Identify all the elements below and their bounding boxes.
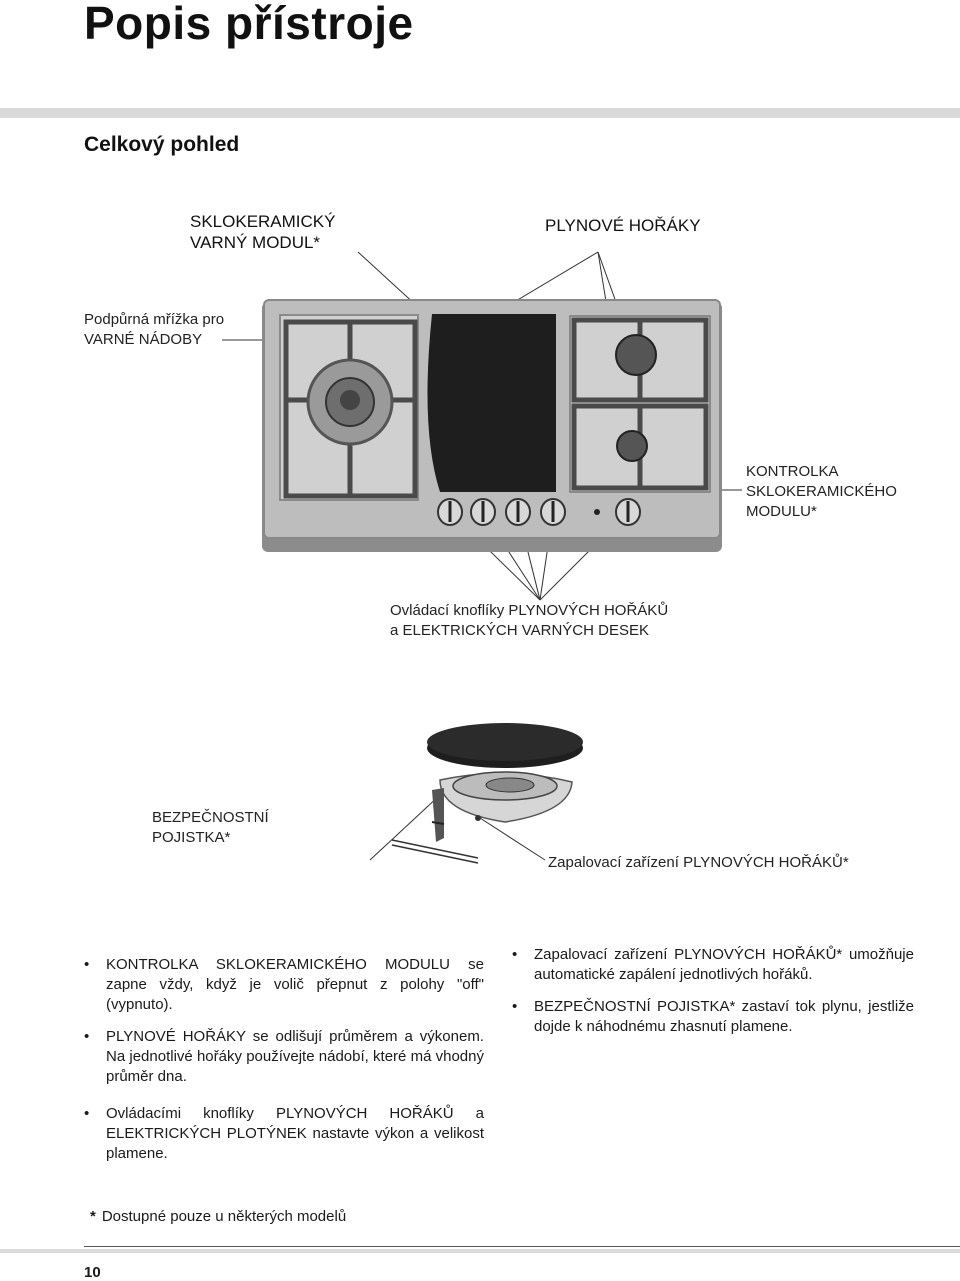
bullet-caps: PLYNOVÝCH HOŘÁKŮ* bbox=[674, 946, 843, 963]
footnote-star: * bbox=[90, 1208, 96, 1225]
footer-divider bbox=[84, 1246, 960, 1247]
bullet-caps: ELEKTRICKÝCH PLOTÝNEK bbox=[106, 1125, 307, 1142]
bullet-dot: • bbox=[512, 946, 518, 963]
label-indicator-line2: SKLOKERAMICKÉHO bbox=[746, 483, 897, 500]
bullet-dot: • bbox=[84, 1105, 90, 1122]
label-ceramic-line2: VARNÝ MODUL* bbox=[190, 233, 321, 252]
label-ignition-caps: PLYNOVÝCH HOŘÁKŮ* bbox=[683, 854, 849, 871]
label-safety-device: BEZPEČNOSTNÍ POJISTKA* bbox=[152, 808, 352, 848]
label-ignition: Zapalovací zařízení PLYNOVÝCH HOŘÁKŮ* bbox=[548, 853, 849, 873]
label-knobs-text2: a bbox=[390, 622, 403, 639]
bullet-list-right: • Zapalovací zařízení PLYNOVÝCH HOŘÁKŮ* … bbox=[512, 945, 914, 1049]
thermocouple bbox=[432, 788, 444, 842]
bullet-text: a bbox=[453, 1105, 484, 1122]
burner-closeup bbox=[391, 723, 583, 864]
label-ignition-text: Zapalovací zařízení bbox=[548, 854, 684, 871]
bullet-dot: • bbox=[84, 1028, 90, 1045]
bullet-knobs: • Ovládacími knoflíky PLYNOVÝCH HOŘÁKŮ a… bbox=[84, 1104, 484, 1164]
label-ceramic-line1: SKLOKERAMICKÝ bbox=[190, 212, 336, 231]
bullet-caps: KONTROLKA SKLOKERAMICKÉHO MODULU bbox=[106, 956, 450, 973]
bullet-indicator: • KONTROLKA SKLOKERAMICKÉHO MODULU se za… bbox=[84, 955, 484, 1015]
bullet-safety: • BEZPEČNOSTNÍ POJISTKA* zastaví tok ply… bbox=[512, 997, 914, 1037]
bullet-caps: BEZPEČNOSTNÍ POJISTKA* bbox=[534, 998, 736, 1015]
bullet-ignition: • Zapalovací zařízení PLYNOVÝCH HOŘÁKŮ* … bbox=[512, 945, 914, 985]
bullet-list-bottom: • Ovládacími knoflíky PLYNOVÝCH HOŘÁKŮ a… bbox=[84, 1104, 484, 1176]
bullet-text: se odlišují průměrem a výkonem. Na jedno… bbox=[106, 1028, 484, 1085]
label-safety-line1: BEZPEČNOSTNÍ bbox=[152, 809, 269, 826]
bullet-dot: • bbox=[84, 956, 90, 973]
hob-top bbox=[262, 299, 722, 552]
label-indicator-line3: MODULU* bbox=[746, 503, 817, 520]
label-grate-line2: VARNÉ NÁDOBY bbox=[84, 331, 203, 348]
indicator-light bbox=[594, 509, 600, 515]
bullet-text: zastaví tok plynu, jestliže dojde k náho… bbox=[534, 998, 914, 1035]
grate-right bbox=[571, 317, 709, 491]
label-indicator-line1: KONTROLKA bbox=[746, 463, 839, 480]
burner-right-top bbox=[615, 334, 657, 376]
burner-right-bottom bbox=[616, 430, 648, 462]
footnote: * Dostupné pouze u některých modelů bbox=[90, 1208, 346, 1225]
bullet-text: Zapalovací zařízení bbox=[534, 946, 675, 963]
label-indicator: KONTROLKA SKLOKERAMICKÉHO MODULU* bbox=[746, 462, 956, 522]
bullet-dot: • bbox=[512, 998, 518, 1015]
footer-band bbox=[0, 1249, 960, 1253]
page-number: 10 bbox=[84, 1264, 101, 1281]
label-knobs-text1: Ovládací knoflíky bbox=[390, 602, 509, 619]
label-grate-line1: Podpůrná mřížka pro bbox=[84, 311, 225, 328]
bullet-gas-burners: • PLYNOVÉ HOŘÁKY se odlišují průměrem a … bbox=[84, 1027, 484, 1087]
bullet-caps: PLYNOVÝCH HOŘÁKŮ bbox=[275, 1105, 454, 1122]
label-grate: Podpůrná mřížka pro VARNÉ NÁDOBY bbox=[84, 310, 254, 350]
bullet-text: Ovládacími knoflíky bbox=[106, 1105, 276, 1122]
ignition-electrode bbox=[475, 815, 481, 821]
bullet-list-left: • KONTROLKA SKLOKERAMICKÉHO MODULU se za… bbox=[84, 955, 484, 1099]
footnote-text: Dostupné pouze u některých modelů bbox=[101, 1208, 347, 1225]
label-control-knobs: Ovládací knoflíky PLYNOVÝCH HOŘÁKŮ a ELE… bbox=[390, 601, 750, 641]
bullet-text: se zapne vždy, když je volič přepnut z p… bbox=[106, 956, 484, 1013]
ceramic-plate bbox=[427, 314, 556, 492]
bullet-caps: PLYNOVÉ HOŘÁKY bbox=[106, 1028, 246, 1045]
bullet-text: nastavte výkon a velikost plamene. bbox=[106, 1125, 485, 1162]
section-title: Celkový pohled bbox=[84, 133, 240, 156]
bullet-text: umožňuje automatické zapálení jednotlivý… bbox=[534, 946, 914, 983]
title-divider bbox=[0, 108, 960, 118]
label-ceramic-module: SKLOKERAMICKÝ VARNÝ MODUL* bbox=[190, 211, 410, 253]
page-title: Popis přístroje bbox=[84, 0, 414, 49]
label-knobs-caps2: ELEKTRICKÝCH VARNÝCH DESEK bbox=[402, 622, 649, 639]
label-safety-line2: POJISTKA* bbox=[152, 829, 231, 846]
label-gas-burners: PLYNOVÉ HOŘÁKY bbox=[545, 216, 701, 235]
label-knobs-caps1: PLYNOVÝCH HOŘÁKŮ bbox=[508, 602, 669, 619]
hob-diagram bbox=[222, 251, 742, 864]
